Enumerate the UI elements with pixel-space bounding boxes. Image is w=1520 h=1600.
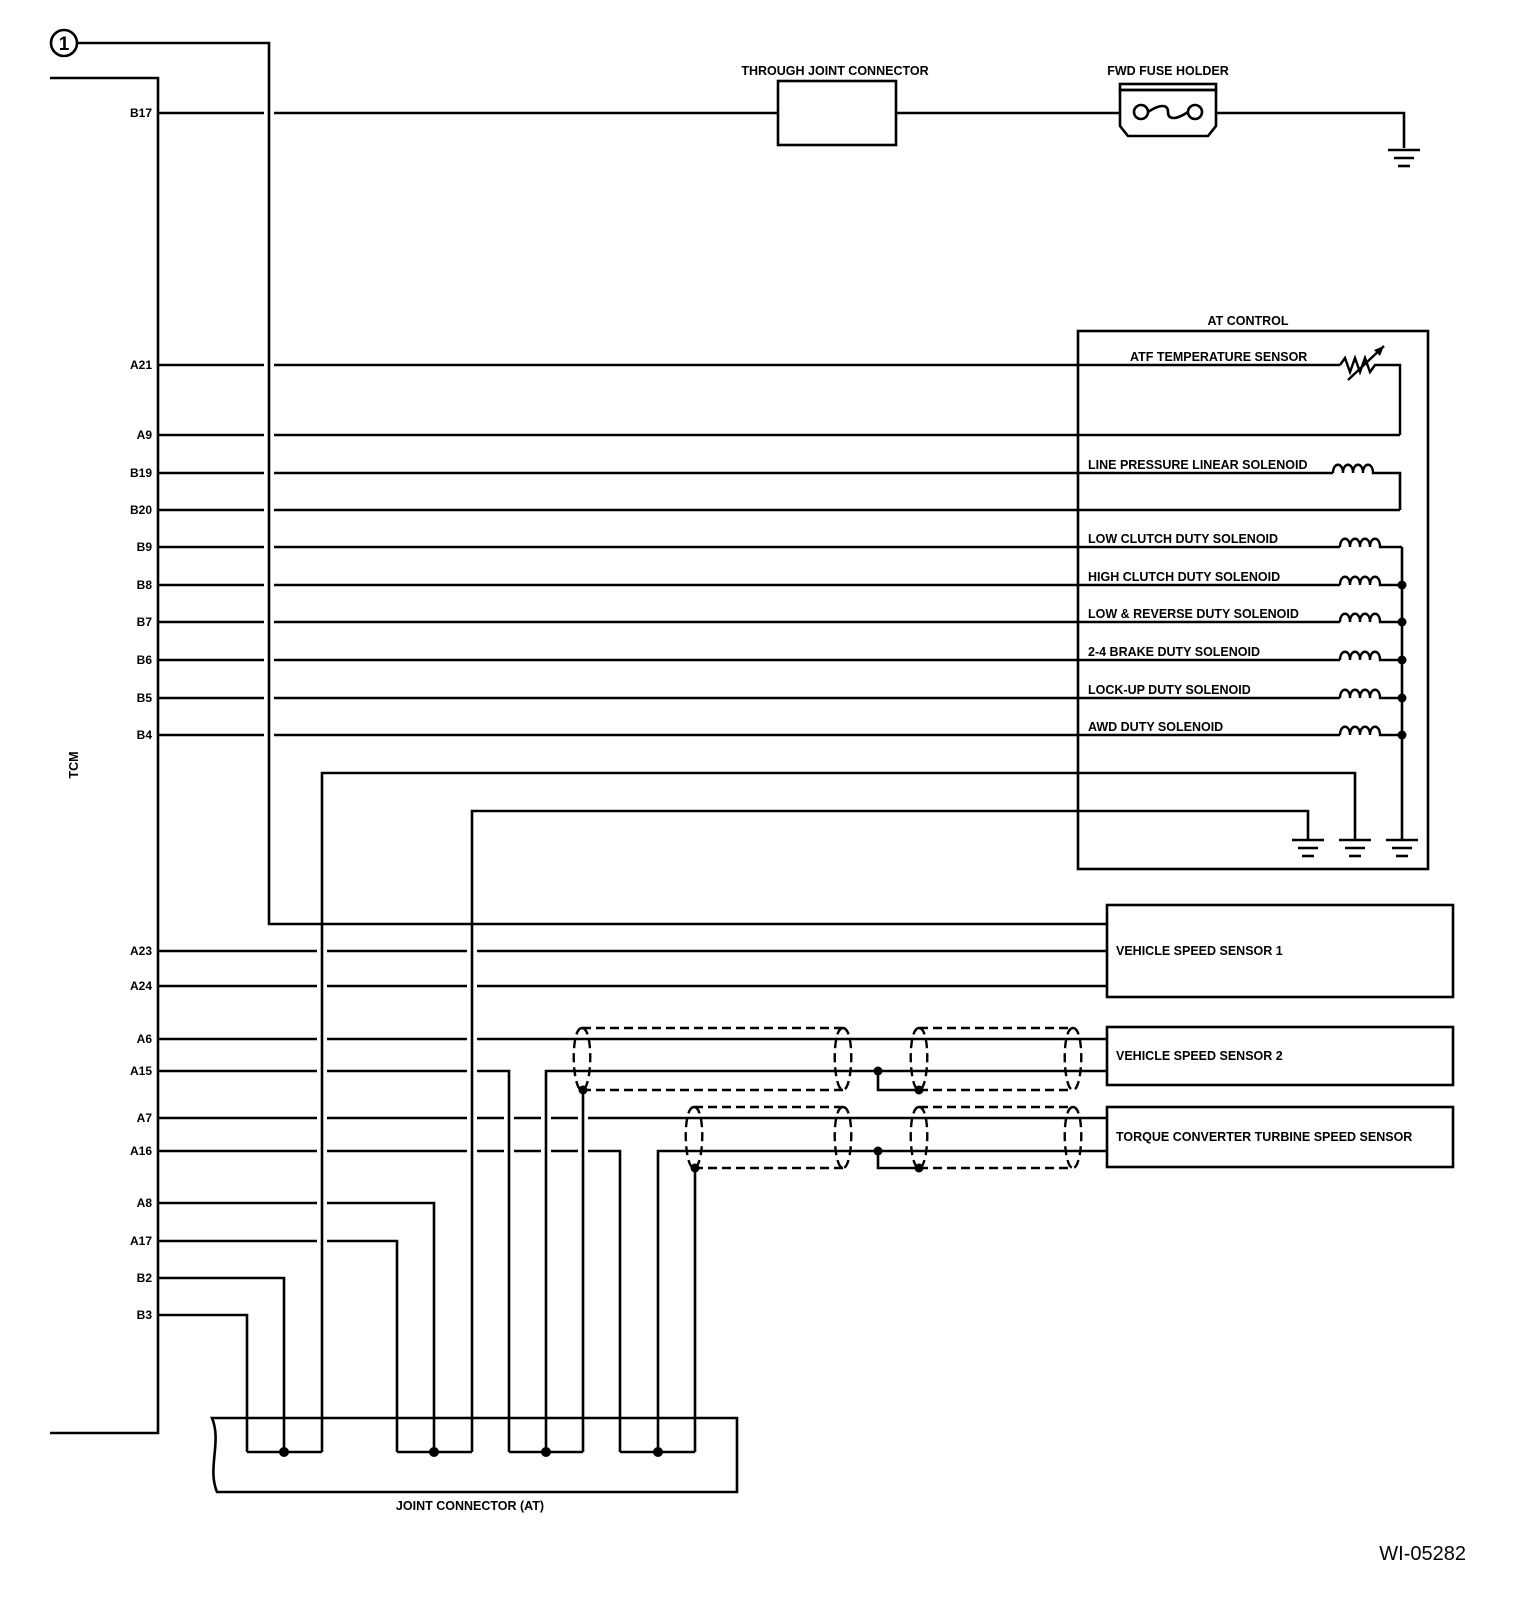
fwd-fuse-holder-label: FWD FUSE HOLDER [1107, 64, 1229, 78]
pin-a17: A17 [130, 1234, 152, 1248]
pin-a15: A15 [130, 1064, 152, 1078]
pin-b17: B17 [130, 106, 152, 120]
vehicle-speed-sensor-1-label: VEHICLE SPEED SENSOR 1 [1116, 944, 1283, 958]
pin-b3: B3 [137, 1308, 153, 1322]
pin-b20: B20 [130, 503, 152, 517]
pin-a6: A6 [137, 1032, 153, 1046]
at-control-module: AT CONTROL [1076, 314, 1430, 871]
pin-a21: A21 [130, 358, 152, 372]
pin-b4: B4 [137, 728, 153, 742]
coil-icon [1338, 537, 1402, 737]
at-control-grounds [320, 771, 1418, 1452]
thermistor-icon [1339, 354, 1402, 435]
tcm-module: TCM [50, 76, 160, 1435]
brake-2-4-solenoid-label: 2-4 BRAKE DUTY SOLENOID [1088, 645, 1260, 659]
b17-circuit: B17 THROUGH JOINT CONNECTOR FWD FUSE HOL… [130, 64, 1420, 168]
vehicle-speed-sensor-1: VEHICLE SPEED SENSOR 1 A23 A24 [130, 903, 1455, 999]
pin-a16: A16 [130, 1144, 152, 1158]
pin-b7: B7 [137, 615, 153, 629]
ground-symbol [1292, 838, 1324, 858]
pin-b5: B5 [137, 691, 153, 705]
line-pressure-circuit: B19 B20 LINE PRESSURE LINEAR SOLENOID [130, 458, 1402, 517]
coil-icon [1331, 463, 1387, 475]
fwd-fuse-holder [1118, 82, 1218, 138]
pin-a24: A24 [130, 979, 152, 993]
high-clutch-solenoid-label: HIGH CLUTCH DUTY SOLENOID [1088, 570, 1280, 584]
pin-b2: B2 [137, 1271, 153, 1285]
pin-a8: A8 [137, 1196, 153, 1210]
pin-b8: B8 [137, 578, 153, 592]
pin-a7: A7 [137, 1111, 153, 1125]
awd-solenoid-label: AWD DUTY SOLENOID [1088, 720, 1223, 734]
ground-symbol [1339, 838, 1371, 858]
connector-marker-number: 1 [59, 34, 70, 55]
vehicle-speed-sensor-2-label: VEHICLE SPEED SENSOR 2 [1116, 1049, 1283, 1063]
ground-symbol [1388, 148, 1420, 168]
through-joint-connector [776, 79, 898, 147]
splice-dots [1397, 580, 1407, 740]
ground-symbol [1386, 838, 1418, 858]
low-clutch-solenoid-label: LOW CLUTCH DUTY SOLENOID [1088, 532, 1278, 546]
atf-temperature-circuit: A21 A9 ATF TEMPERATURE SENSOR [130, 345, 1402, 442]
joint-connector-ground-pins: A8 A17 B2 B3 [130, 1196, 436, 1452]
turbine-speed-sensor-label: TORQUE CONVERTER TURBINE SPEED SENSOR [1116, 1130, 1412, 1144]
joint-connector-at-label: JOINT CONNECTOR (AT) [396, 1499, 544, 1513]
tcm-label: TCM [67, 751, 81, 778]
atf-temperature-sensor-label: ATF TEMPERATURE SENSOR [1130, 350, 1307, 364]
pin-a9: A9 [137, 428, 153, 442]
pin-b19: B19 [130, 466, 152, 480]
pin-b6: B6 [137, 653, 153, 667]
lock-up-solenoid-label: LOCK-UP DUTY SOLENOID [1088, 683, 1251, 697]
pin-a23: A23 [130, 944, 152, 958]
low-reverse-solenoid-label: LOW & REVERSE DUTY SOLENOID [1088, 607, 1299, 621]
connector-marker-1: 1 [49, 28, 1107, 926]
figure-id: WI-05282 [1379, 1543, 1466, 1565]
line-pressure-solenoid-label: LINE PRESSURE LINEAR SOLENOID [1088, 458, 1307, 472]
duty-solenoids: B9 B8 B7 B6 B5 B4 LOW CLUTCH DUTY SOLENO… [137, 532, 1407, 840]
turbine-speed-sensor: TORQUE CONVERTER TURBINE SPEED SENSOR A7… [130, 1105, 1455, 1452]
through-joint-connector-label: THROUGH JOINT CONNECTOR [741, 64, 928, 78]
vehicle-speed-sensor-2: VEHICLE SPEED SENSOR 2 A6 A15 [130, 1025, 1455, 1452]
pin-b9: B9 [137, 540, 153, 554]
joint-connector-at: JOINT CONNECTOR (AT) [210, 1416, 739, 1513]
at-control-label: AT CONTROL [1207, 314, 1288, 328]
